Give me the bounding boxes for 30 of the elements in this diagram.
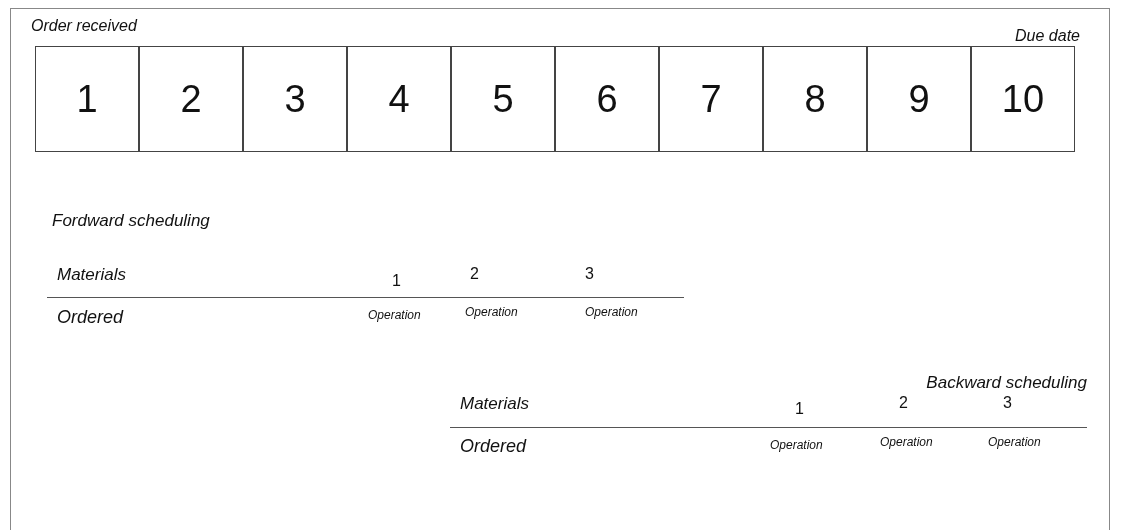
- day-box: 1: [35, 46, 139, 152]
- operation-label: Operation: [988, 435, 1041, 449]
- timeline-label: Order received: [31, 17, 137, 35]
- operation-number: 1: [392, 272, 401, 290]
- row-label: Ordered: [57, 307, 124, 328]
- day-box: 8: [763, 46, 867, 152]
- section-heading: Fordward scheduling: [52, 211, 210, 231]
- row-label: Ordered: [460, 436, 527, 457]
- day-box: 2: [139, 46, 243, 152]
- day-box: 7: [659, 46, 763, 152]
- operation-label: Operation: [368, 308, 421, 322]
- timeline-label: Due date: [1015, 27, 1080, 45]
- day-box: 9: [867, 46, 971, 152]
- operation-number: 3: [1003, 394, 1012, 412]
- operation-number: 1: [795, 400, 804, 418]
- operation-label: Operation: [770, 438, 823, 452]
- day-box: 5: [451, 46, 555, 152]
- operation-label: Operation: [465, 305, 518, 319]
- operation-number: 3: [585, 265, 594, 283]
- operation-number: 2: [470, 265, 479, 283]
- row-label: Materials: [460, 394, 529, 414]
- operation-number: 2: [899, 394, 908, 412]
- day-box: 10: [971, 46, 1075, 152]
- operation-label: Operation: [880, 435, 933, 449]
- operation-label: Operation: [585, 305, 638, 319]
- section-heading: Backward scheduling: [926, 373, 1087, 393]
- day-box: 3: [243, 46, 347, 152]
- row-label: Materials: [57, 265, 126, 285]
- day-box: 6: [555, 46, 659, 152]
- day-box: 4: [347, 46, 451, 152]
